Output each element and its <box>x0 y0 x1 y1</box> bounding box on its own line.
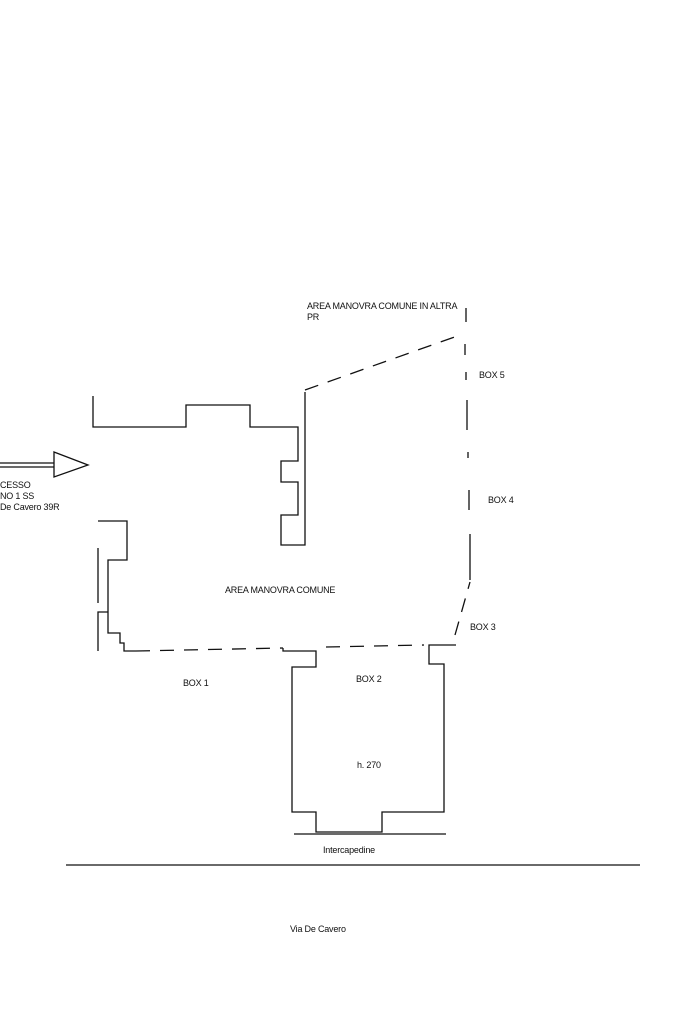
access-arrow <box>0 451 90 478</box>
box1-label: BOX 1 <box>183 678 209 688</box>
common-area-boundary <box>135 333 471 652</box>
box2-label: BOX 2 <box>356 674 382 684</box>
west-wall <box>97 520 136 652</box>
area-above-label-line1: AREA MANOVRA COMUNE IN ALTRA <box>307 301 458 311</box>
access-label: CESSO NO 1 SS De Cavero 39R <box>0 480 60 513</box>
ceiling-height-label: h. 270 <box>357 760 381 770</box>
east-boundary <box>464 308 471 580</box>
box2-outline <box>282 644 456 833</box>
north-wall <box>92 392 306 546</box>
access-label-line1: CESSO <box>0 480 31 490</box>
access-label-line2: NO 1 SS <box>0 491 35 501</box>
common-area-label: AREA MANOVRA COMUNE <box>225 585 336 595</box>
box5-label: BOX 5 <box>479 370 505 380</box>
area-above-label-line2: PR <box>307 312 320 322</box>
intercapedine-label: Intercapedine <box>323 845 375 855</box>
access-label-line3: De Cavero 39R <box>0 502 60 512</box>
area-above-label: AREA MANOVRA COMUNE IN ALTRA PR <box>307 301 457 323</box>
box3-label: BOX 3 <box>470 622 496 632</box>
street-label: Via De Cavero <box>290 924 346 934</box>
box4-label: BOX 4 <box>488 495 514 505</box>
